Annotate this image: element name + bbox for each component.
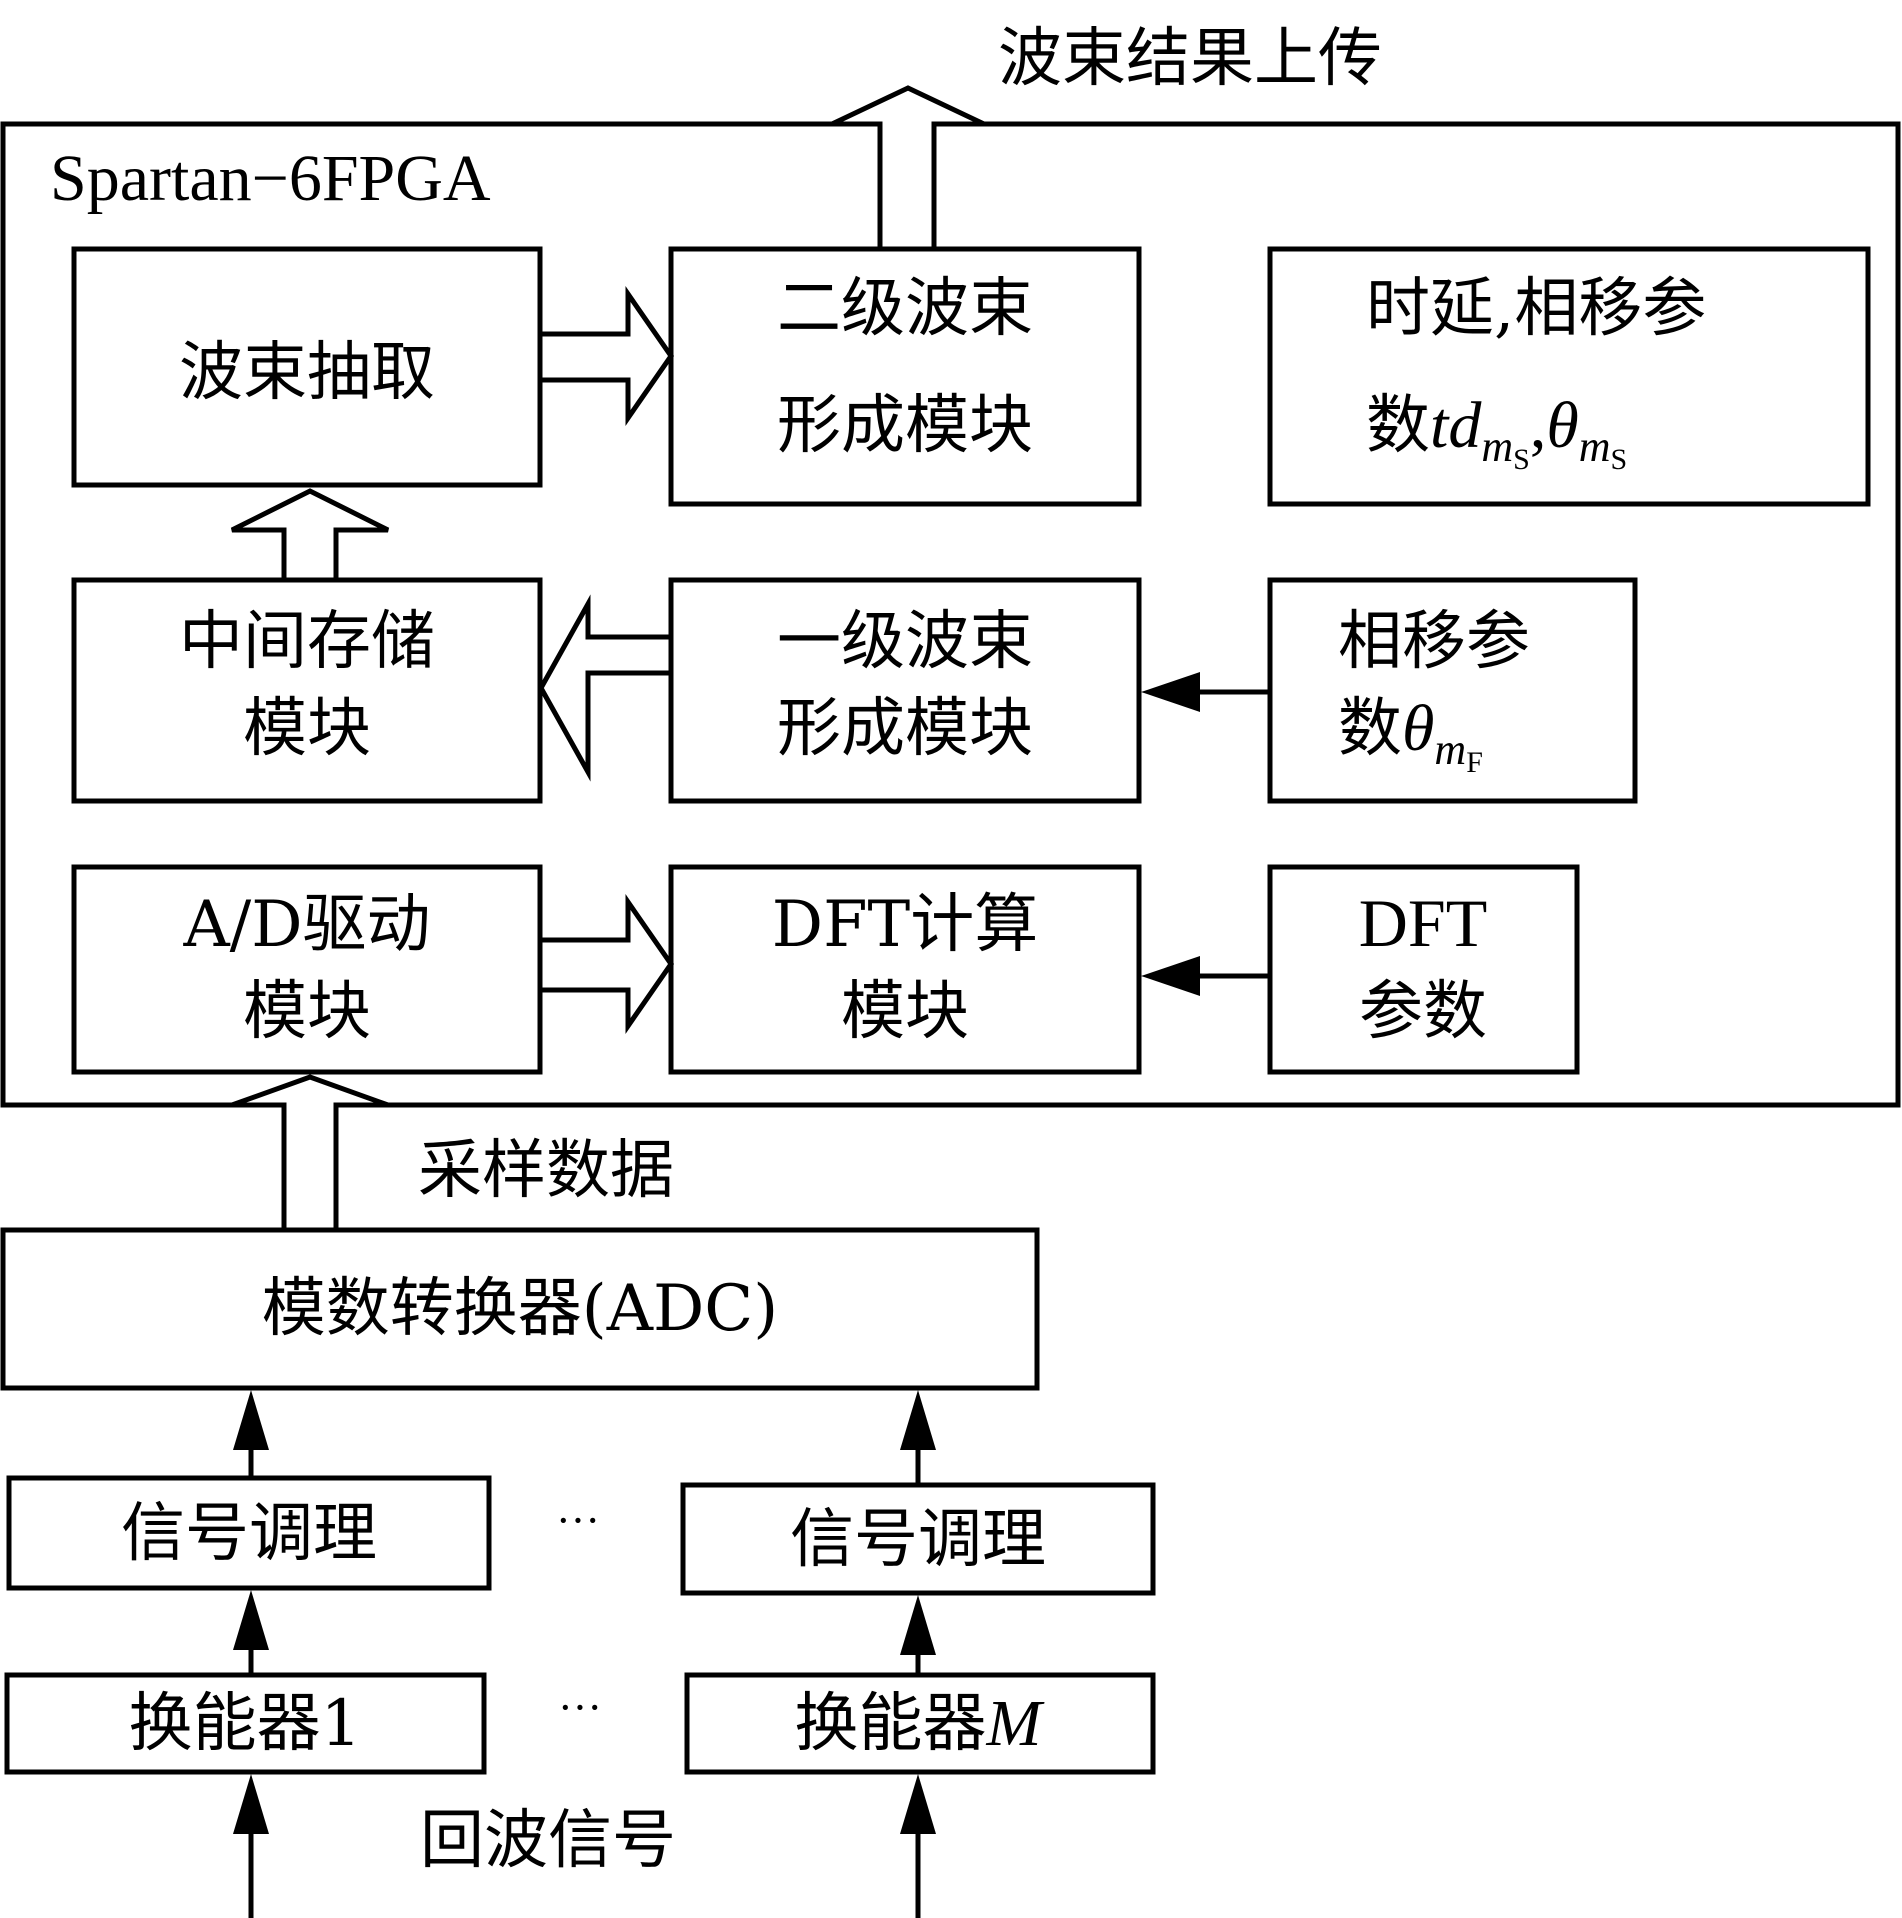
second-beamforming-label-1: 二级波束 [777, 272, 1033, 346]
dft-compute-label-2: 模块 [841, 975, 969, 1049]
block-second-beamforming: 二级波束 形成模块 [668, 246, 1142, 507]
adc-label: 模数转换器(ADC) [262, 1272, 778, 1346]
echo-signal-label: 回波信号 [420, 1804, 676, 1878]
ad-driver-label-1: A/D驱动 [182, 888, 430, 962]
first-to-storage-hollow-arrow [538, 594, 674, 782]
block-conditioning-m: 信号调理 [680, 1482, 1156, 1596]
block-intermediate-storage: 中间存储 模块 [71, 577, 543, 804]
phase-params-label-1: 相移参 [1338, 605, 1530, 679]
conditioning-m-label: 信号调理 [790, 1503, 1046, 1577]
block-dft-compute: DFT计算 模块 [668, 864, 1142, 1075]
delay-phase-params-label-1: 时延,相移参 [1366, 272, 1706, 346]
extract-to-second-hollow-arrow [537, 286, 675, 426]
phase-params-label-2: 数θmF [1338, 692, 1483, 779]
dft-compute-label-1: DFT计算 [772, 888, 1038, 962]
condm-to-adc-arrowhead [900, 1390, 936, 1450]
beam-extract-label: 波束抽取 [179, 336, 435, 410]
sampled-data-hollow-arrow [231, 1074, 389, 1233]
second-beamforming-label-2: 形成模块 [777, 389, 1033, 463]
conditioning-ellipsis: ··· [556, 1496, 600, 1545]
dft-params-arrowhead [1141, 956, 1200, 996]
upload-hollow-arrow [830, 85, 986, 253]
storage-to-extract-hollow-arrow [230, 488, 390, 583]
transducer-m-label: 换能器M [795, 1687, 1046, 1761]
fpga-title: Spartan−6FPGA [50, 142, 491, 215]
block-first-beamforming: 一级波束 形成模块 [668, 577, 1142, 804]
transducer-1-label: 换能器1 [129, 1687, 362, 1761]
dft-params-label-2: 参数 [1359, 975, 1487, 1049]
block-delay-phase-params: 时延,相移参 数tdmS,θmS [1267, 246, 1871, 507]
intermediate-storage-label-1: 中间存储 [179, 605, 435, 679]
block-beam-extract: 波束抽取 [71, 246, 543, 488]
intermediate-storage-label-2: 模块 [243, 692, 371, 766]
block-adc: 模数转换器(ADC) [0, 1227, 1040, 1391]
first-beamforming-label-2: 形成模块 [777, 692, 1033, 766]
block-conditioning-1: 信号调理 [6, 1475, 492, 1591]
ad-driver-label-2: 模块 [243, 975, 371, 1049]
tm-to-condm-arrowhead [900, 1595, 936, 1655]
phase-params-arrowhead [1141, 672, 1200, 712]
conditioning-1-label: 信号调理 [121, 1497, 377, 1571]
delay-phase-params-label-2: 数tdmS,θmS [1366, 389, 1627, 476]
block-dft-params: DFT 参数 [1267, 864, 1580, 1075]
t1-to-cond1-arrowhead [233, 1590, 269, 1650]
block-transducer-m: 换能器M [684, 1672, 1156, 1775]
block-phase-params: 相移参 数θmF [1267, 577, 1638, 804]
echo-input-1-arrowhead [233, 1774, 269, 1834]
transducer-ellipsis: ··· [558, 1683, 602, 1732]
first-beamforming-label-1: 一级波束 [777, 605, 1033, 679]
sampled-data-label: 采样数据 [418, 1134, 674, 1208]
beam-result-upload-label: 波束结果上传 [998, 22, 1382, 96]
echo-input-m-arrowhead [900, 1774, 936, 1834]
block-transducer-1: 换能器1 [4, 1672, 487, 1775]
block-ad-driver: A/D驱动 模块 [71, 864, 543, 1075]
dft-params-label-1: DFT [1359, 885, 1487, 961]
ad-to-dft-hollow-arrow [537, 894, 675, 1034]
cond1-to-adc-arrowhead [233, 1390, 269, 1450]
